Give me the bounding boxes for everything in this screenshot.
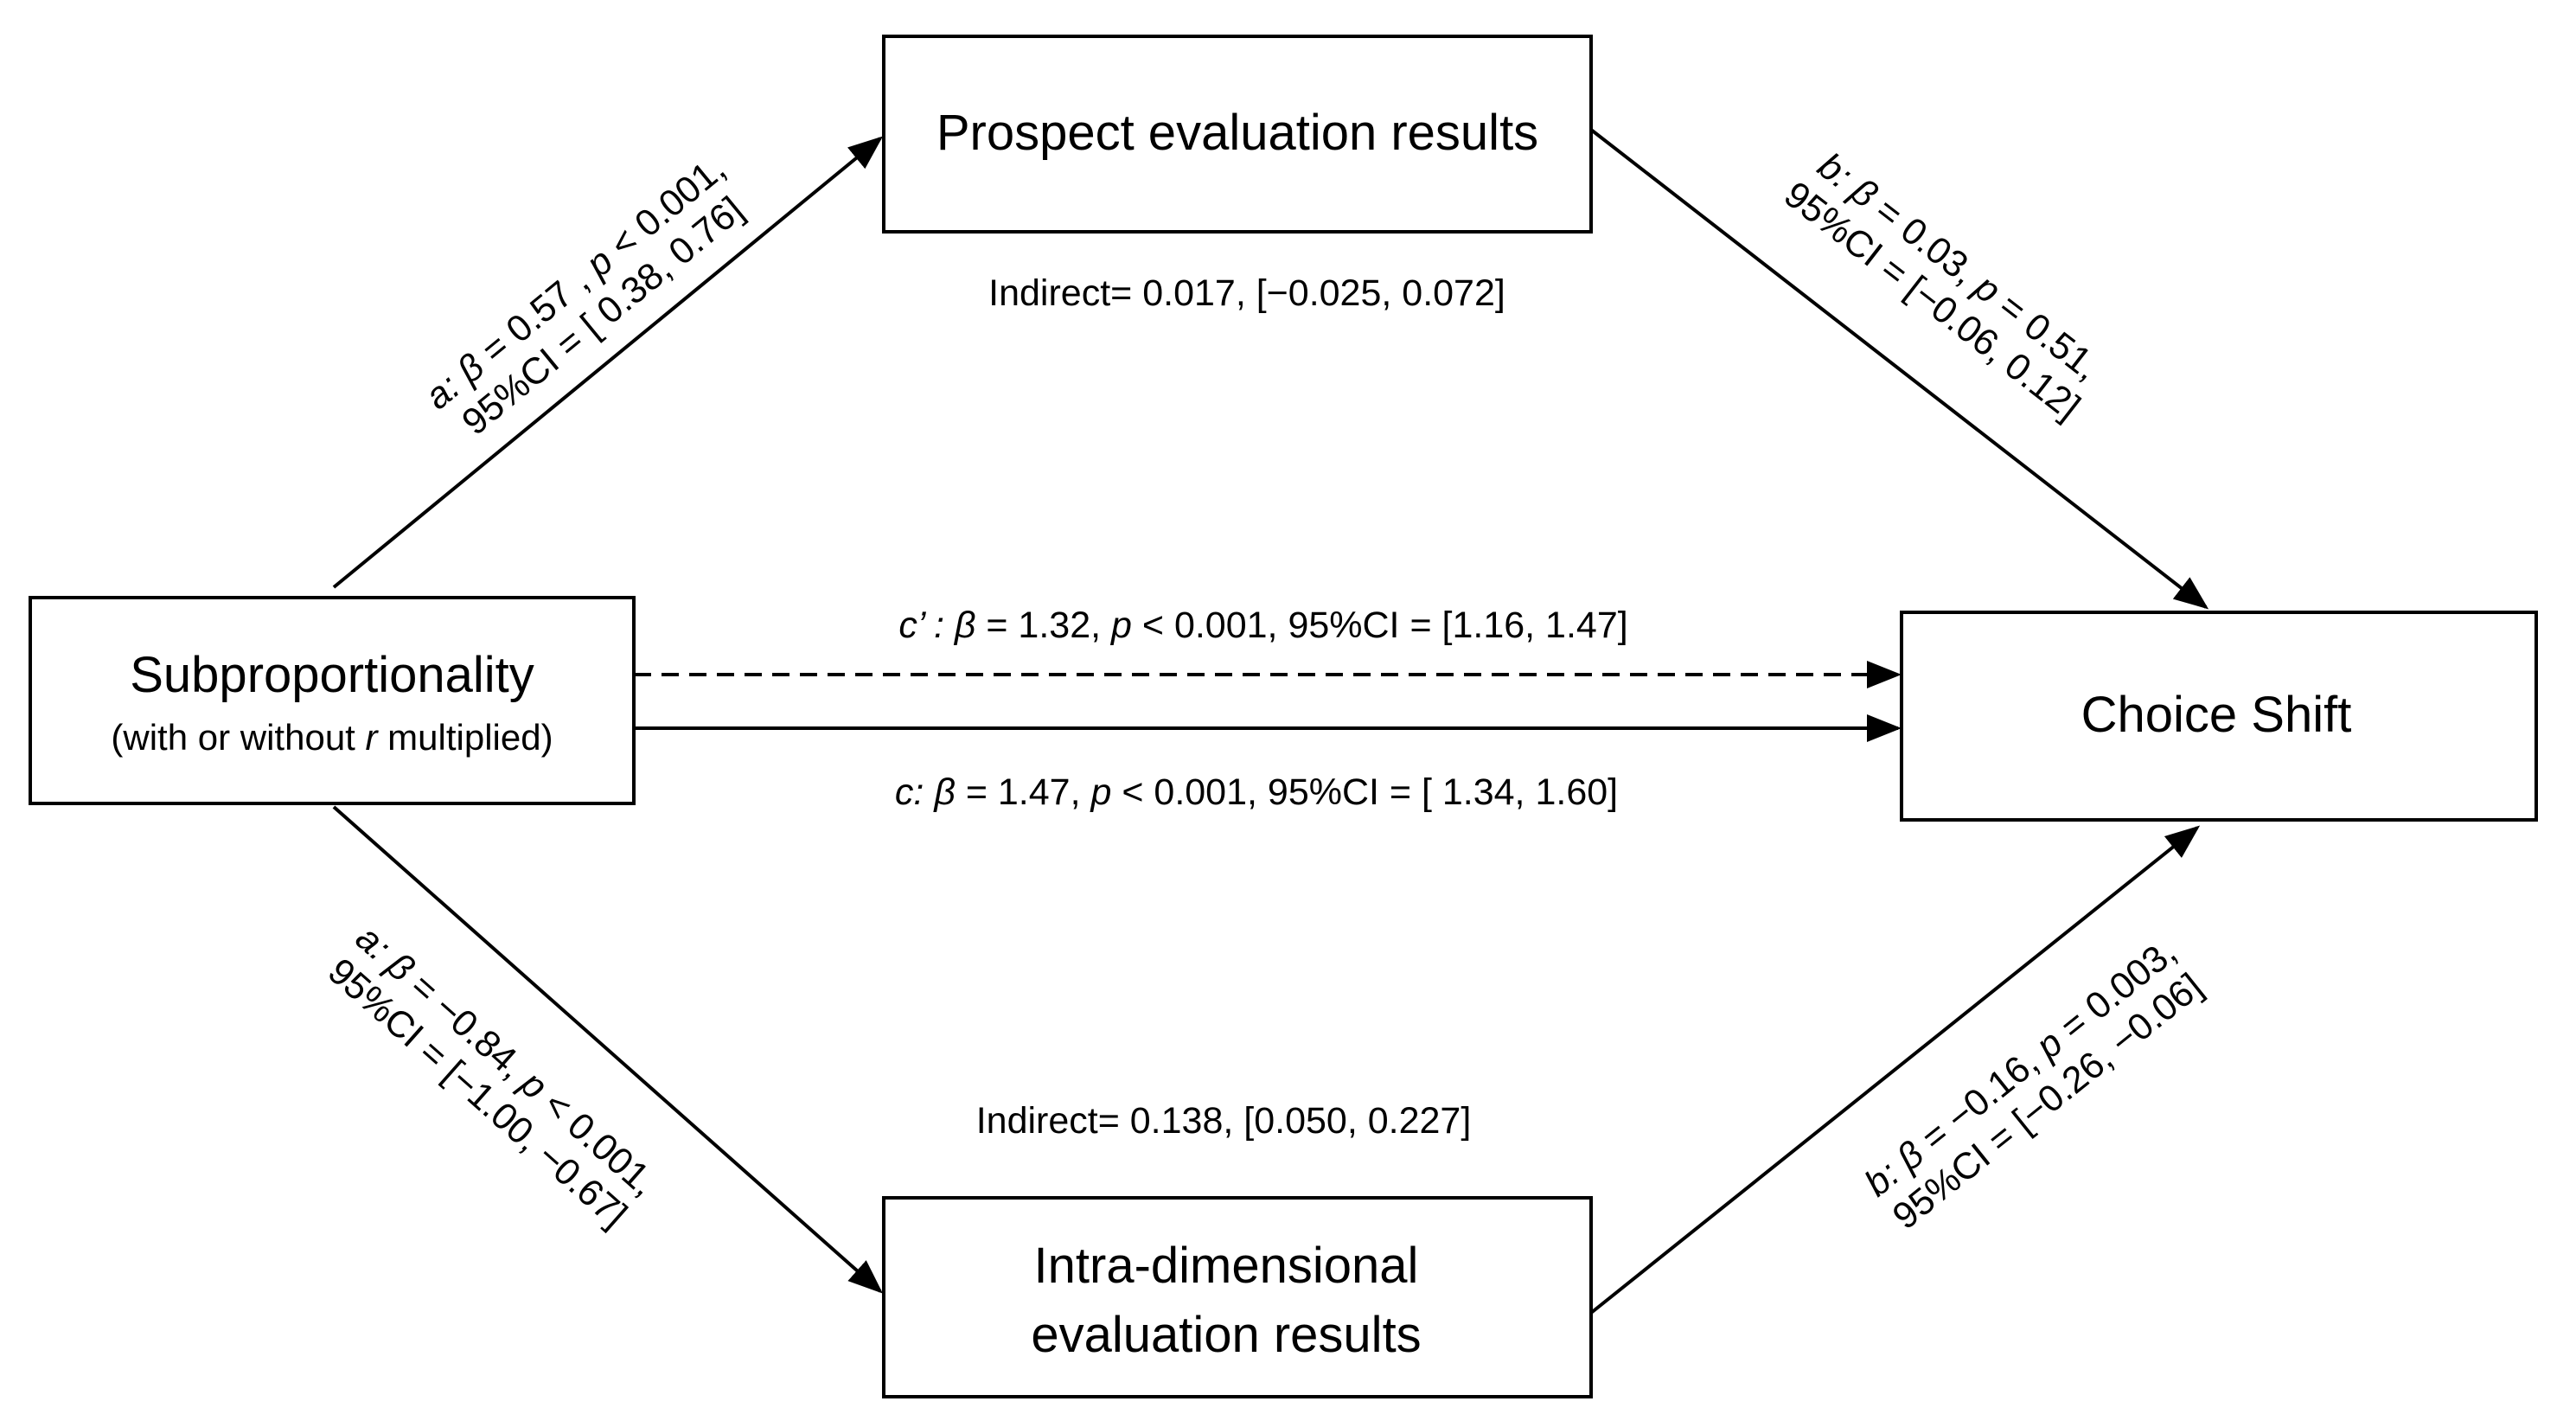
indirect-bottom-label: Indirect= 0.138, [0.050, 0.227] (976, 1100, 1472, 1142)
outcome-box: Choice Shift (1900, 611, 2538, 822)
path-a-top-arrow (332, 136, 884, 589)
outcome-label: Choice Shift (2081, 687, 2352, 743)
path-c-prime-label: c’ : β = 1.32, p < 0.001, 95%CI = [1.16,… (898, 605, 1627, 646)
path-a-top-stats: a: β = 0.57 , p < 0.001, (418, 148, 733, 418)
predictor-subtitle: (with or without r multiplied) (111, 717, 553, 758)
path-a-top-label: a: β = 0.57 , p < 0.001, 95%CI = [ 0.38,… (418, 148, 751, 444)
path-b-top-label: b: β = 0.03, p = 0.51, 95%CI = [−0.06, 0… (1776, 145, 2106, 428)
predictor-box: Subproportionality (with or without r mu… (29, 596, 636, 805)
path-a-bottom-ci: 95%CI = [−1.00, −0.67] (320, 950, 635, 1236)
path-b-top-ci: 95%CI = [−0.06, 0.12] (1776, 174, 2087, 428)
path-a-bottom-label: a: β = −0.84, p < 0.001, 95%CI = [−1.00,… (320, 918, 664, 1236)
path-a-top-ci: 95%CI = [ 0.38, 0.76] (454, 189, 751, 443)
mediator-bottom-line1: Intra-dimensional (1034, 1238, 1419, 1294)
path-b-bottom-ci: 95%CI = [−0.26, −0.06] (1885, 965, 2210, 1238)
path-b-bottom-label: b: β = −0.16, p = 0.003, 95%CI = [−0.26,… (1857, 931, 2210, 1238)
mediator-bottom-box: Intra-dimensional evaluation results (882, 1196, 1593, 1398)
mediator-top-label: Prospect evaluation results (936, 105, 1538, 161)
path-b-top-arrow (1589, 128, 2209, 610)
indirect-top-label: Indirect= 0.017, [−0.025, 0.072] (988, 272, 1505, 314)
path-a-bottom-arrow (332, 805, 883, 1294)
path-b-bottom-arrow (1589, 825, 2201, 1315)
path-c-label: c: β = 1.47, p < 0.001, 95%CI = [ 1.34, … (895, 771, 1618, 813)
mediator-top-box: Prospect evaluation results (882, 35, 1593, 234)
predictor-title: Subproportionality (130, 647, 534, 703)
path-b-bottom-stats: b: β = −0.16, p = 0.003, (1857, 931, 2184, 1205)
mediator-bottom-line2: evaluation results (1031, 1307, 1421, 1363)
